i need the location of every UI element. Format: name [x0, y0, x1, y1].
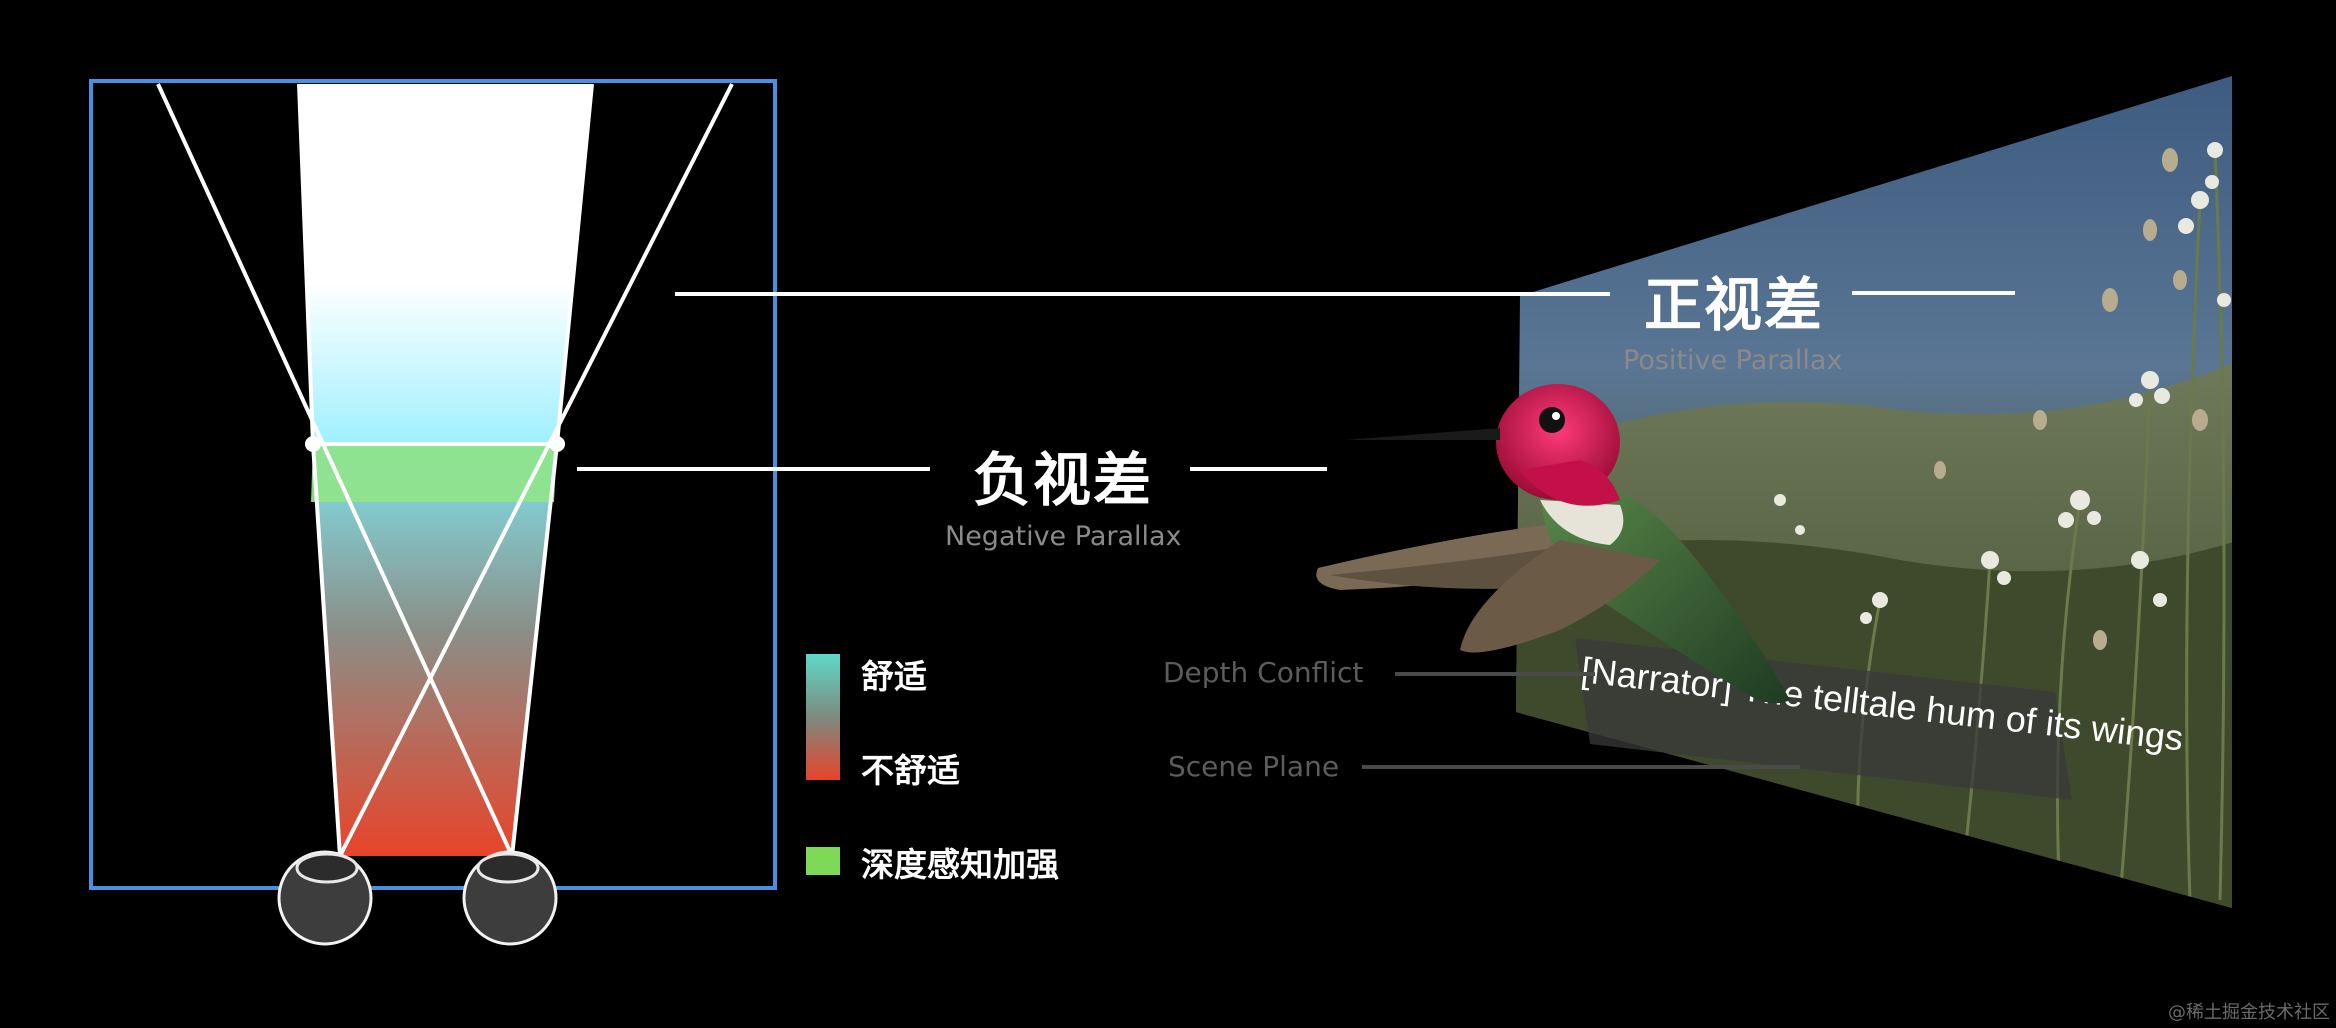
legend-depth-enhanced: 深度感知加强: [861, 845, 1059, 884]
depth-enhanced-swatch: [806, 847, 840, 875]
legend-comfortable: 舒适: [861, 657, 927, 696]
depth-enhanced-band: [311, 444, 557, 502]
watermark: @稀土掘金技术社区: [2168, 1002, 2330, 1023]
positive-parallax-subtitle: Positive Parallax: [1623, 345, 1843, 376]
negative-parallax-subtitle: Negative Parallax: [945, 521, 1182, 552]
left-eye-sightline: [156, 83, 514, 857]
viewing-frame: [89, 79, 777, 890]
right-eye-icon: [462, 850, 558, 946]
comfort-gradient-swatch: [806, 654, 840, 780]
legend-uncomfortable: 不舒适: [861, 751, 960, 790]
right-eye-sightline: [338, 83, 734, 857]
depth-conflict-label: Depth Conflict: [1163, 656, 1364, 689]
left-eye-icon: [277, 850, 373, 946]
positive-parallax-title: 正视差: [1644, 271, 1825, 339]
negative-parallax-title: 负视差: [973, 446, 1154, 514]
viewing-frustum-diagram: [89, 79, 777, 946]
scene-plane-label: Scene Plane: [1168, 750, 1340, 783]
hummingbird-image: [1316, 384, 1790, 704]
positive-parallax-beam: [299, 84, 592, 444]
